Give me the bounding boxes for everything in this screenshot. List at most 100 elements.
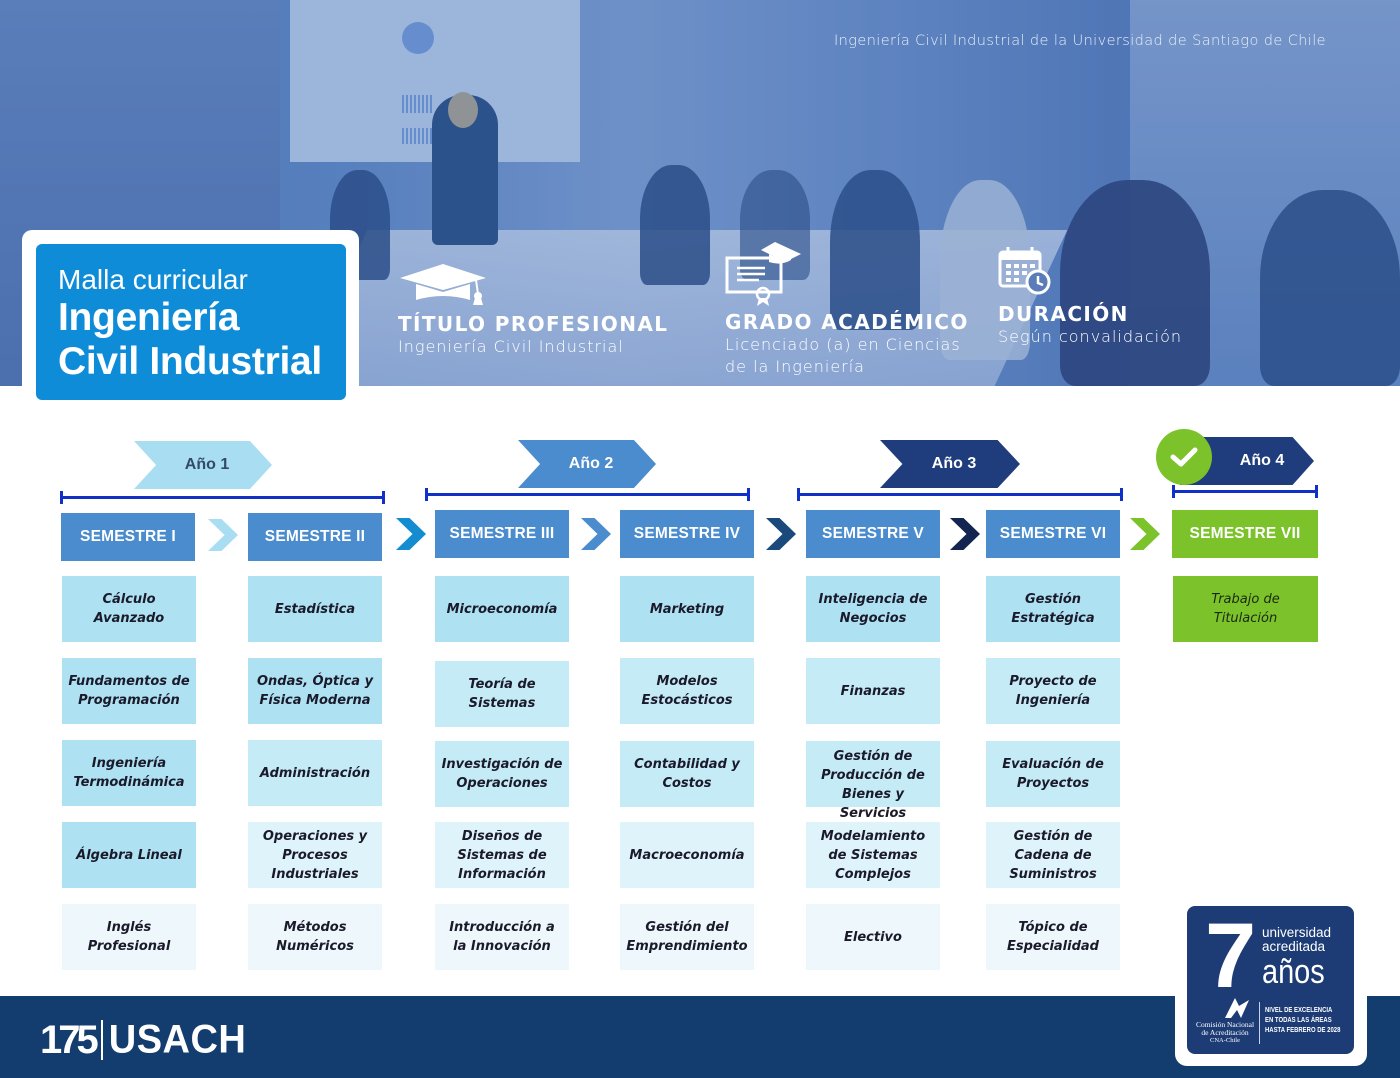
course-card[interactable]: Introducción a la Innovación <box>435 904 569 970</box>
course-card[interactable]: Administración <box>248 740 382 806</box>
course-card[interactable]: Electivo <box>806 904 940 970</box>
info-subtitle: Ingeniería Civil Industrial <box>398 337 624 356</box>
hero-photo-person <box>640 165 710 285</box>
usach-logo[interactable]: 175 USACH <box>40 1018 246 1062</box>
accreditation-years: 7 <box>1205 905 1257 1007</box>
semester-header-7: SEMESTRE VII <box>1172 510 1318 558</box>
title-card-panel: Malla curricular Ingeniería Civil Indust… <box>36 244 346 400</box>
semester-header-6: SEMESTRE VI <box>986 510 1120 558</box>
year-label: Año 4 <box>1239 452 1285 469</box>
agency-line3: CNA-Chile <box>1210 1037 1240 1044</box>
info-subtitle: Licenciado (a) en Ciencias <box>725 335 961 354</box>
hero-photo-person <box>1260 190 1400 386</box>
chevron-right-icon <box>396 518 426 550</box>
year-bracket-1 <box>60 491 385 504</box>
accreditation-line2: acreditada <box>1262 939 1326 954</box>
course-card[interactable]: Microeconomía <box>435 576 569 642</box>
course-card[interactable]: Proyecto de Ingeniería <box>986 658 1120 724</box>
hero-photo-person <box>1060 180 1210 386</box>
accreditation-note-line1: NIVEL DE EXCELENCIA <box>1265 1007 1333 1014</box>
semester-header-2: SEMESTRE II <box>248 513 382 561</box>
course-card[interactable]: Operaciones y Procesos Industriales <box>248 822 382 888</box>
info-title: GRADO ACADÉMICO <box>725 310 969 334</box>
course-card[interactable]: Estadística <box>248 576 382 642</box>
year-label: Año 3 <box>931 455 977 472</box>
chevron-right-icon <box>581 518 611 550</box>
course-card[interactable]: Finanzas <box>806 658 940 724</box>
course-card[interactable]: Cálculo Avanzado <box>62 576 196 642</box>
info-titulo-profesional: TÍTULO PROFESIONAL Ingeniería Civil Indu… <box>398 262 668 358</box>
chevron-right-icon <box>208 519 238 551</box>
info-subtitle: de la Ingeniería <box>725 357 865 376</box>
course-card[interactable]: Métodos Numéricos <box>248 904 382 970</box>
course-card[interactable]: Fundamentos de Programación <box>62 658 196 724</box>
year-banner-1: Año 1 <box>134 441 272 489</box>
hero-photo-person <box>830 170 920 330</box>
logo-anniversary: 175 <box>40 1018 99 1062</box>
course-card[interactable]: Inteligencia de Negocios <box>806 576 940 642</box>
info-subtitle: Según convalidación <box>998 327 1182 346</box>
course-card[interactable]: Gestión del Emprendimiento <box>620 904 754 970</box>
course-card[interactable]: Teoría de Sistemas <box>435 661 569 727</box>
hero-photo-bars <box>402 95 432 113</box>
course-card[interactable]: Ondas, Óptica y Física Moderna <box>248 658 382 724</box>
year-banner-2: Año 2 <box>518 440 656 488</box>
year-label: Año 2 <box>568 455 614 472</box>
info-title: DURACIÓN <box>998 302 1129 326</box>
accreditation-unit: años <box>1262 953 1325 991</box>
course-card[interactable]: Ingeniería Termodinámica <box>62 740 196 806</box>
accreditation-line1: universidad <box>1262 925 1332 940</box>
diploma-icon <box>725 242 801 306</box>
chevron-right-icon <box>766 518 796 550</box>
course-card[interactable]: Diseños de Sistemas de Información <box>435 822 569 888</box>
hero-photo-pie <box>402 22 434 54</box>
course-card[interactable]: Evaluación de Proyectos <box>986 741 1120 807</box>
graduation-cap-icon <box>400 264 486 305</box>
page-title-line2: Civil Industrial <box>58 340 322 383</box>
year-bracket-2 <box>425 488 750 501</box>
course-card[interactable]: Modelamiento de Sistemas Complejos <box>806 822 940 888</box>
year-bracket-3 <box>797 488 1123 501</box>
accreditation-panel: 7 universidad acreditada años Comisión N… <box>1187 906 1354 1054</box>
info-grado-academico: GRADO ACADÉMICO Licenciado (a) en Cienci… <box>725 240 969 378</box>
title-card: Malla curricular Ingeniería Civil Indust… <box>22 230 359 414</box>
hero-caption: Ingeniería Civil Industrial de la Univer… <box>834 33 1326 49</box>
page-subtitle: Malla curricular <box>58 264 248 295</box>
course-card[interactable]: Gestión Estratégica <box>986 576 1120 642</box>
semester-header-1: SEMESTRE I <box>61 513 195 561</box>
course-card[interactable]: Tópico de Especialidad <box>986 904 1120 970</box>
accreditation-note-line3: HASTA FEBRERO DE 2028 <box>1265 1027 1341 1034</box>
chevron-right-icon <box>950 518 980 550</box>
calendar-clock-icon <box>998 247 1051 295</box>
course-card[interactable]: Gestión de Cadena de Suministros <box>986 822 1120 888</box>
check-icon <box>1170 447 1198 467</box>
hero-photo-bars <box>402 128 432 144</box>
course-card[interactable]: Contabilidad y Costos <box>620 741 754 807</box>
page-title-line1: Ingeniería <box>58 296 240 339</box>
year-bracket-4 <box>1172 485 1318 498</box>
hero-photo-presenter-head <box>448 92 478 128</box>
course-card[interactable]: Álgebra Lineal <box>62 822 196 888</box>
course-card[interactable]: Marketing <box>620 576 754 642</box>
course-card[interactable]: Trabajo de Titulación <box>1173 576 1318 642</box>
info-title: TÍTULO PROFESIONAL <box>398 312 669 336</box>
completed-badge <box>1156 429 1212 485</box>
year-label: Año 1 <box>184 456 230 473</box>
chevron-right-icon <box>1130 518 1160 550</box>
year-banner-3: Año 3 <box>880 440 1020 488</box>
course-card[interactable]: Inglés Profesional <box>62 904 196 970</box>
hero-photo-person <box>940 180 1030 360</box>
badge-divider <box>1259 1002 1260 1044</box>
agency-line2: de Acreditación <box>1201 1028 1249 1037</box>
accreditation-badge: 7 universidad acreditada años Comisión N… <box>1175 896 1367 1066</box>
course-card[interactable]: Investigación de Operaciones <box>435 741 569 807</box>
info-duracion: DURACIÓN Según convalidación <box>998 246 1182 348</box>
cna-logo-icon <box>1225 998 1249 1018</box>
course-card[interactable]: Modelos Estocásticos <box>620 658 754 724</box>
course-card[interactable]: Macroeconomía <box>620 822 754 888</box>
logo-divider <box>100 1020 103 1060</box>
semester-header-4: SEMESTRE IV <box>620 510 754 558</box>
semester-header-3: SEMESTRE III <box>435 510 569 558</box>
footer-bar <box>0 996 1400 1078</box>
course-card[interactable]: Gestión de Producción de Bienes y Servic… <box>806 741 940 821</box>
